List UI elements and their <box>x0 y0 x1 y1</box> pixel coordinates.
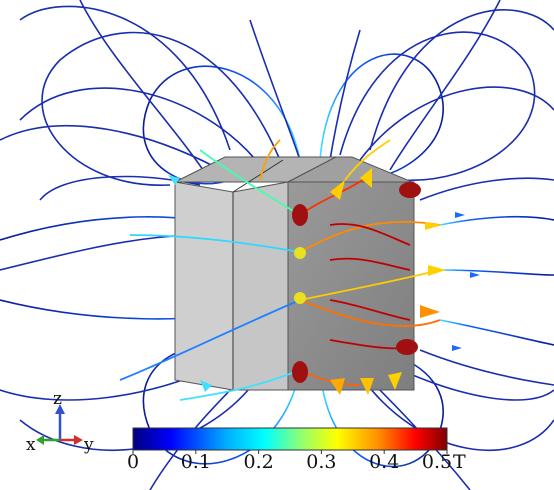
field-line <box>41 31 281 186</box>
field-arrow <box>294 247 306 259</box>
field-arrow <box>399 182 421 198</box>
field-arrow <box>396 339 418 355</box>
field-line <box>0 124 231 176</box>
field-arrow <box>388 372 402 390</box>
field-line <box>79 0 211 181</box>
field-arrow <box>168 175 180 185</box>
field-arrow <box>330 180 345 200</box>
field-arrow <box>294 292 306 304</box>
field-arrow <box>470 272 480 278</box>
magnet-block <box>174 156 415 391</box>
field-line <box>329 299 411 321</box>
field-line <box>299 269 441 301</box>
field-arrow <box>360 168 372 188</box>
x-axis-label: x <box>26 435 36 455</box>
field-line <box>179 369 301 401</box>
field-line <box>249 19 301 161</box>
field-line <box>329 29 361 161</box>
x-axis-arrowhead <box>36 435 44 445</box>
field-line <box>439 215 554 226</box>
field-line <box>419 349 554 386</box>
colorbar-ticks: 0 0.1 0.2 0.3 0.4 0.5 <box>127 450 452 473</box>
field-line <box>369 9 554 151</box>
field-arrow <box>360 378 374 395</box>
field-arrow <box>425 222 442 230</box>
field-line <box>344 139 391 181</box>
colorbar-tick-label: 0 <box>127 451 139 473</box>
field-arrows <box>168 168 480 395</box>
field-line <box>319 53 444 179</box>
field-arrow <box>452 345 462 351</box>
field-line <box>439 319 554 346</box>
field-arrow <box>330 378 345 395</box>
z-axis-arrowhead <box>55 404 65 414</box>
field-line <box>259 139 281 181</box>
colorbar-unit: T <box>453 451 466 473</box>
field-arrow <box>292 361 308 383</box>
colorbar-gradient <box>132 427 448 451</box>
colorbar-tick-label: 0.4 <box>369 451 399 473</box>
colorbar-tick-label: 0.3 <box>306 451 336 473</box>
magnet-front-face <box>287 181 415 391</box>
field-line <box>389 0 501 171</box>
field-line <box>119 299 301 381</box>
field-arrow <box>292 204 308 226</box>
z-axis-label: z <box>53 389 62 409</box>
colorbar-tick-label: 0.2 <box>243 451 273 473</box>
field-line <box>329 223 411 246</box>
field-line <box>419 177 554 201</box>
field-line <box>329 257 411 271</box>
field-line <box>339 31 536 182</box>
colorbar-tick-label: 0.1 <box>181 451 211 473</box>
field-line <box>299 299 441 327</box>
field-line <box>19 87 261 166</box>
field-arrow <box>200 380 212 392</box>
colorbar: 0 0.1 0.2 0.3 0.4 0.5 T <box>127 427 466 473</box>
field-arrow <box>420 305 440 318</box>
field-line <box>359 374 554 451</box>
field-line <box>19 5 231 151</box>
field-arrow <box>455 212 465 218</box>
colorbar-tick-label: 0.5 <box>422 451 452 473</box>
field-line <box>359 86 554 161</box>
magnet-left-face-2 <box>232 181 289 391</box>
field-line <box>199 149 301 216</box>
y-axis-label: y <box>83 435 94 455</box>
magnet-left-face <box>174 181 234 391</box>
field-line <box>439 269 554 276</box>
y-axis-arrowhead <box>74 435 83 445</box>
field-arrow <box>428 265 446 276</box>
field-lines-back <box>0 0 554 201</box>
axis-triad: z x y <box>26 389 94 455</box>
magnet-split-line-top <box>232 159 284 193</box>
field-line <box>129 234 301 253</box>
